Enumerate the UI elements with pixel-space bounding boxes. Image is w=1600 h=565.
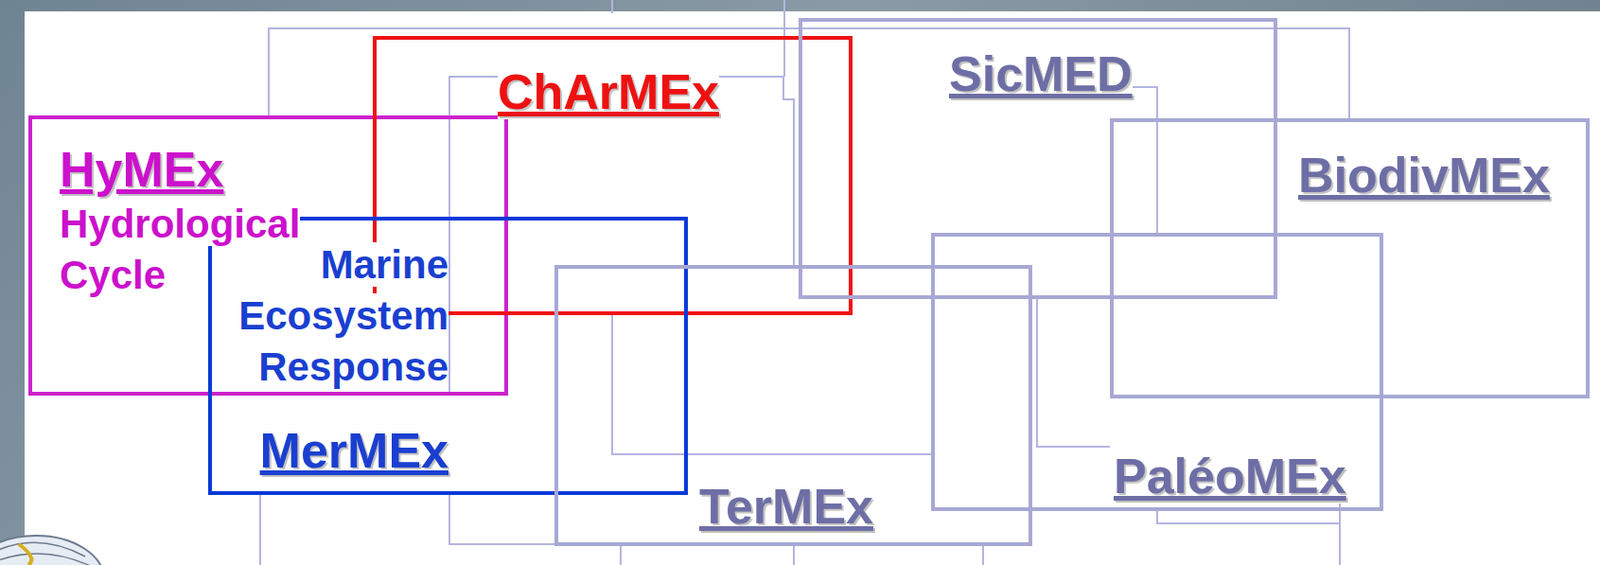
sicmed-box: SicMED xyxy=(798,17,1278,299)
text-holder: ChArMEx xyxy=(497,64,720,120)
text-holder: BiodivMEx xyxy=(1298,147,1550,203)
text-holder: SicMED xyxy=(949,46,1133,102)
logo xyxy=(0,535,105,565)
project-name: HyMEx xyxy=(59,141,224,197)
termex-box: TerMEx xyxy=(554,264,1033,546)
text-holder: TerMEx xyxy=(699,478,874,534)
project-name: SicMED xyxy=(949,46,1133,102)
paleomex-box: PaléoMEx xyxy=(931,232,1384,511)
biodivmex-box: BiodivMEx xyxy=(1109,118,1590,399)
project-name: PaléoMEx xyxy=(1113,448,1347,504)
text-holder: Hydrological Cycle xyxy=(59,198,344,301)
text-holder: HyMEx xyxy=(59,141,224,197)
project-name: BiodivMEx xyxy=(1298,147,1550,203)
text-holder: PaléoMEx xyxy=(1113,448,1347,504)
project-name: TerMEx xyxy=(699,478,874,534)
project-theme: Hydrological Cycle xyxy=(59,201,300,298)
project-name: MerMEx xyxy=(260,422,449,478)
mermex-box: Marine Ecosystem ResponseMerMEx xyxy=(208,216,688,495)
text-holder: Marine Ecosystem Response xyxy=(217,239,449,393)
project-name: ChArMEx xyxy=(497,64,720,120)
text-holder: MerMEx xyxy=(217,422,449,478)
project-theme: Marine Ecosystem Response xyxy=(238,242,449,389)
